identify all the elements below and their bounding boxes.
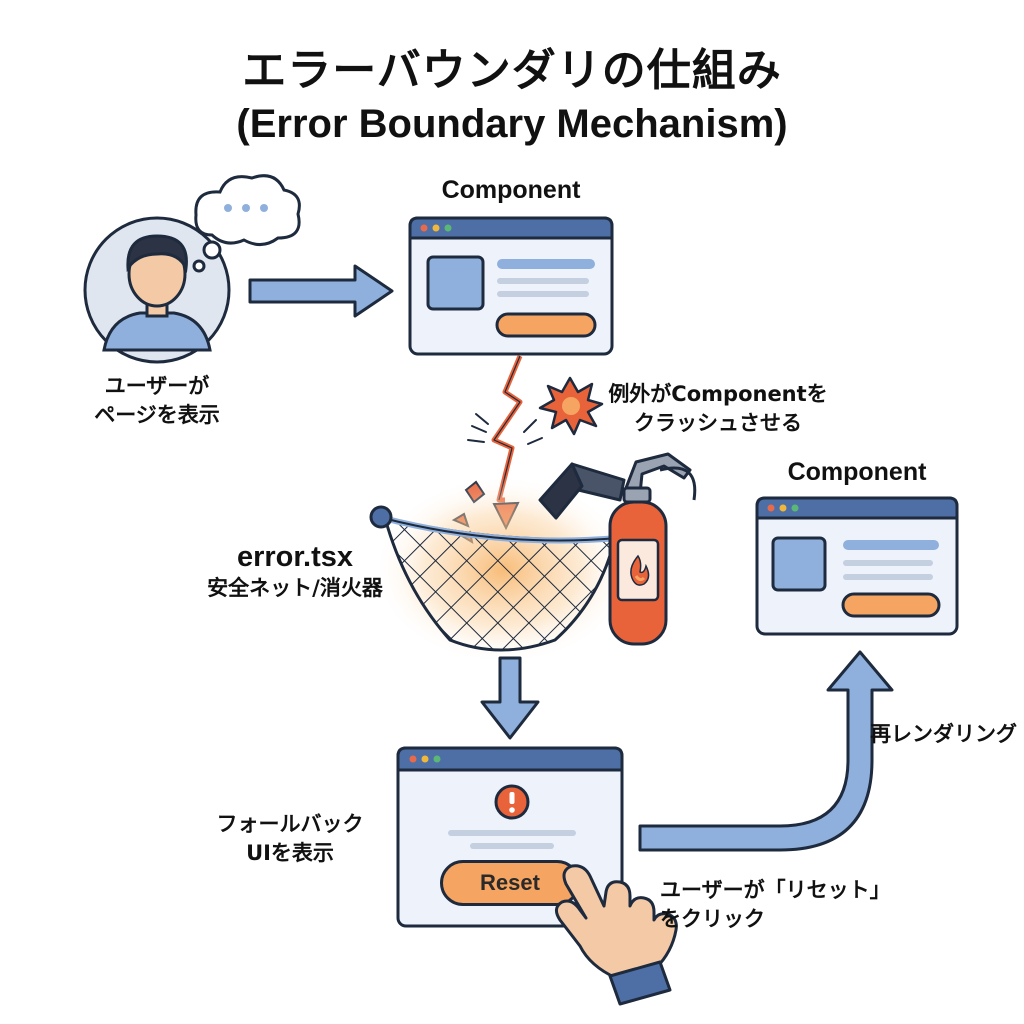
arrow-fallback-to-rerender <box>638 650 894 852</box>
component-window-top <box>408 216 614 356</box>
user-caption-line1: ユーザーが <box>104 374 210 398</box>
crash-caption-line2: クラッシュさせる <box>634 411 802 435</box>
exclamation-icon <box>494 784 530 820</box>
explosion-burst-icon <box>538 376 604 436</box>
fallback-caption: フォールバック UIを表示 <box>195 810 385 868</box>
user-caption: ユーザーが ページを表示 <box>62 372 252 430</box>
title-block: エラーバウンダリの仕組み (Error Boundary Mechanism) <box>0 44 1024 150</box>
page-subtitle: (Error Boundary Mechanism) <box>236 102 788 146</box>
page-title: エラーバウンダリの仕組み <box>242 45 782 96</box>
component-window-right <box>755 496 959 636</box>
component-right-label: Component <box>787 458 927 486</box>
click-caption-line2: をクリック <box>660 907 765 931</box>
crash-caption-line1: 例外がComponentを <box>608 382 828 406</box>
user-caption-line2: ページを表示 <box>94 403 220 427</box>
component-top-label: Component <box>441 176 581 204</box>
click-caption-line1: ユーザーが「リセット」 <box>660 878 891 902</box>
person-avatar-icon <box>102 234 212 352</box>
fallback-caption-line1: フォールバック <box>216 812 364 836</box>
arrow-net-to-fallback <box>480 656 540 740</box>
click-caption: ユーザーが「リセット」 をクリック <box>660 876 920 934</box>
rerender-label: 再レンダリング <box>870 722 1017 746</box>
error-file-label: error.tsx <box>236 541 354 573</box>
fire-extinguisher-icon <box>538 452 697 646</box>
thought-bubble-icon <box>192 174 301 273</box>
error-desc-label: 安全ネット/消火器 <box>207 576 383 600</box>
error-boundary-caption: error.tsx 安全ネット/消火器 <box>190 540 400 603</box>
reset-button[interactable]: Reset <box>440 860 580 906</box>
user-avatar <box>83 216 231 364</box>
crash-caption: 例外がComponentを クラッシュさせる <box>600 380 836 438</box>
fallback-caption-line2: UIを表示 <box>246 841 334 865</box>
arrow-user-to-component <box>248 264 394 318</box>
